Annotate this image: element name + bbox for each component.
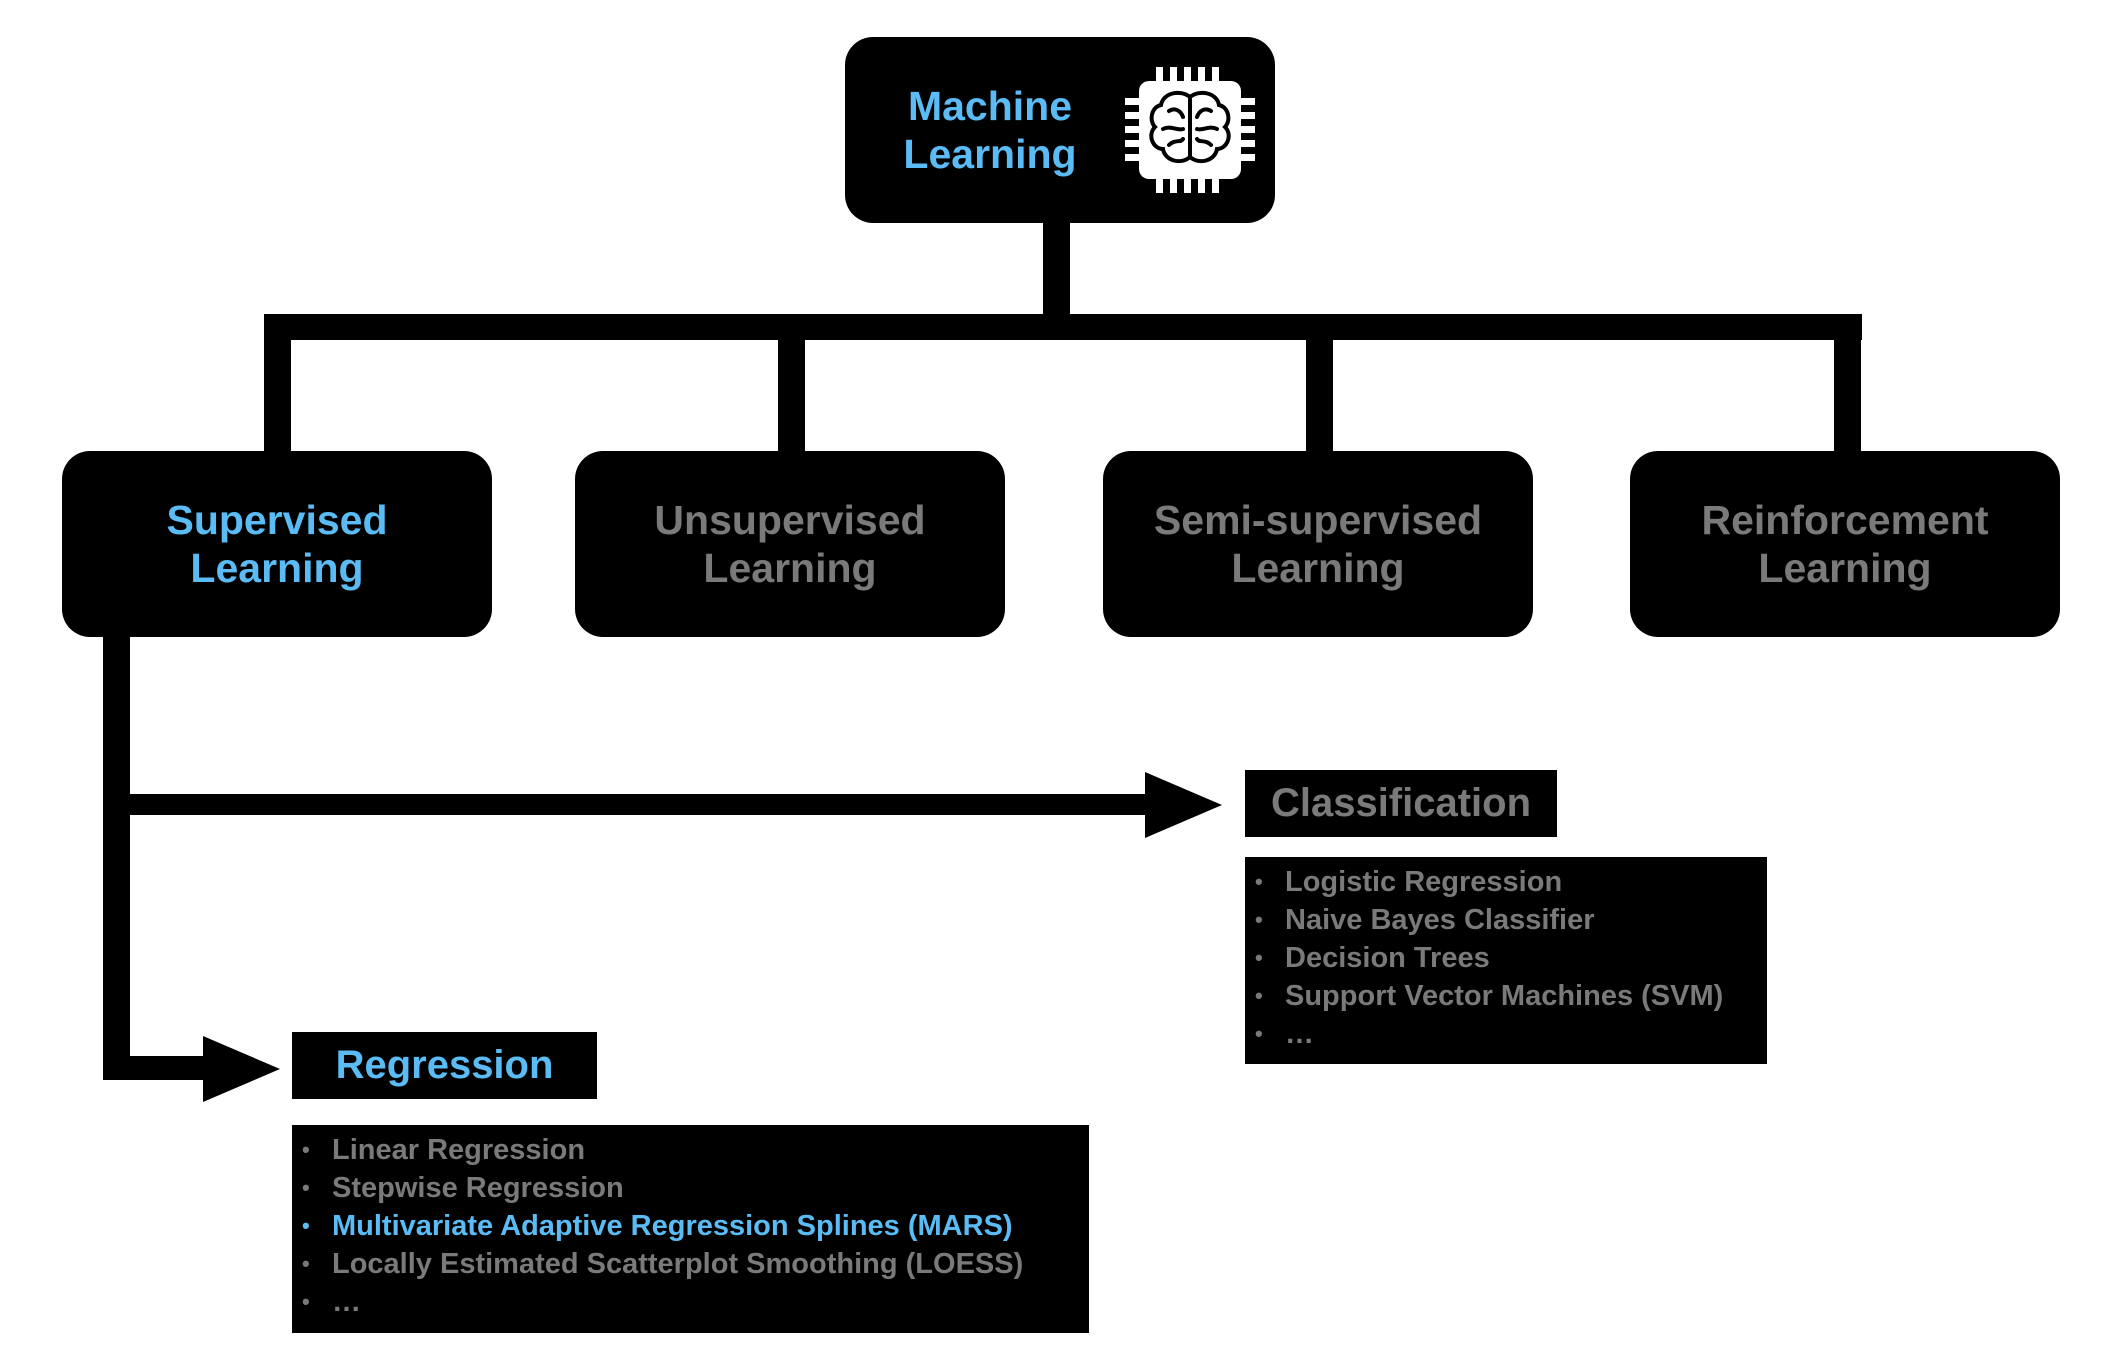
category-label-line1: Semi-supervised — [1153, 497, 1483, 543]
branch-connector-semi-supervised — [1306, 314, 1333, 456]
regression-title: Regression — [335, 1043, 554, 1087]
classification-item-text: Logistic Regression — [1285, 866, 1563, 898]
regression-arrowhead — [203, 1036, 280, 1102]
bullet-icon: • — [1255, 869, 1263, 894]
list-item: • Decision Trees — [1245, 939, 1767, 977]
root-stem-connector — [1043, 220, 1070, 318]
list-item: • Support Vector Machines (SVM) — [1245, 977, 1767, 1015]
category-label-supervised: Supervised Learning — [62, 451, 492, 637]
bullet-icon: • — [1255, 945, 1263, 970]
branch-connector-supervised — [264, 314, 291, 456]
regression-item-text: Linear Regression — [332, 1134, 586, 1166]
root-label-line1: Machine — [907, 83, 1073, 129]
category-node-supervised-learning: Supervised Learning — [62, 451, 492, 637]
list-item-highlighted: • Multivariate Adaptive Regression Spline… — [292, 1207, 1089, 1245]
category-label-line2: Learning — [1231, 545, 1405, 591]
classification-title-box: Classification — [1245, 770, 1557, 837]
category-label-semi-supervised: Semi-supervised Learning — [1103, 451, 1533, 637]
root-label-line2: Learning — [903, 131, 1077, 177]
category-label-reinforcement: Reinforcement Learning — [1630, 451, 2060, 637]
category-node-reinforcement-learning: Reinforcement Learning — [1630, 451, 2060, 637]
category-label-line1: Supervised — [166, 497, 388, 543]
regression-item-text: Stepwise Regression — [332, 1172, 624, 1204]
bullet-icon: • — [302, 1137, 310, 1162]
bullet-icon: • — [302, 1213, 310, 1238]
regression-item-text: Locally Estimated Scatterplot Smoothing … — [332, 1248, 1024, 1280]
root-node-label: Machine Learning — [845, 37, 1135, 223]
category-node-semi-supervised-learning: Semi-supervised Learning — [1103, 451, 1533, 637]
category-label-line1: Reinforcement — [1701, 497, 1989, 543]
list-item: • Stepwise Regression — [292, 1169, 1089, 1207]
classification-list-box: • Logistic Regression • Naive Bayes Classi… — [1245, 857, 1767, 1064]
branch-connector-unsupervised — [778, 314, 805, 456]
classification-item-text: Support Vector Machines (SVM) — [1285, 980, 1724, 1012]
classification-arrow-shaft — [103, 794, 1148, 815]
branch-connector-reinforcement — [1834, 314, 1861, 456]
list-item: •… — [1245, 1015, 1767, 1053]
classification-item-text: Naive Bayes Classifier — [1285, 904, 1595, 936]
regression-item-text: Multivariate Adaptive Regression Splines… — [332, 1210, 1013, 1242]
list-item: • Locally Estimated Scatterplot Smoothing… — [292, 1245, 1089, 1283]
brain-chip-icon — [1125, 67, 1255, 193]
category-label-line2: Learning — [1758, 545, 1932, 591]
bullet-icon: • — [302, 1251, 310, 1276]
classification-list: • Logistic Regression • Naive Bayes Classi… — [1245, 863, 1767, 1053]
root-node-machine-learning: Machine Learning — [845, 37, 1275, 223]
category-label-line1: Unsupervised — [654, 497, 926, 543]
regression-list-box: •Linear Regression •Stepwise Regression … — [292, 1125, 1089, 1333]
classification-item-text: … — [1285, 1018, 1314, 1050]
regression-arrow-shaft — [103, 1056, 206, 1080]
bullet-icon: • — [302, 1175, 310, 1200]
regression-item-text: … — [332, 1286, 361, 1318]
regression-list: •Linear Regression •Stepwise Regression … — [292, 1131, 1089, 1321]
horizontal-bus-connector — [264, 314, 1862, 340]
list-item: • Logistic Regression — [1245, 863, 1767, 901]
category-node-unsupervised-learning: Unsupervised Learning — [575, 451, 1005, 637]
regression-title-box: Regression — [292, 1032, 597, 1099]
bullet-icon: • — [1255, 907, 1263, 932]
category-label-unsupervised: Unsupervised Learning — [575, 451, 1005, 637]
bullet-icon: • — [302, 1289, 310, 1314]
category-label-line2: Learning — [190, 545, 364, 591]
list-item: • Naive Bayes Classifier — [1245, 901, 1767, 939]
supervised-vertical-connector — [103, 630, 130, 1080]
classification-arrowhead — [1145, 772, 1222, 838]
list-item: •… — [292, 1283, 1089, 1321]
classification-title: Classification — [1270, 781, 1532, 825]
classification-item-text: Decision Trees — [1285, 942, 1490, 974]
bullet-icon: • — [1255, 1021, 1263, 1046]
category-label-line2: Learning — [703, 545, 877, 591]
bullet-icon: • — [1255, 983, 1263, 1008]
list-item: • Linear Regression — [292, 1131, 1089, 1169]
